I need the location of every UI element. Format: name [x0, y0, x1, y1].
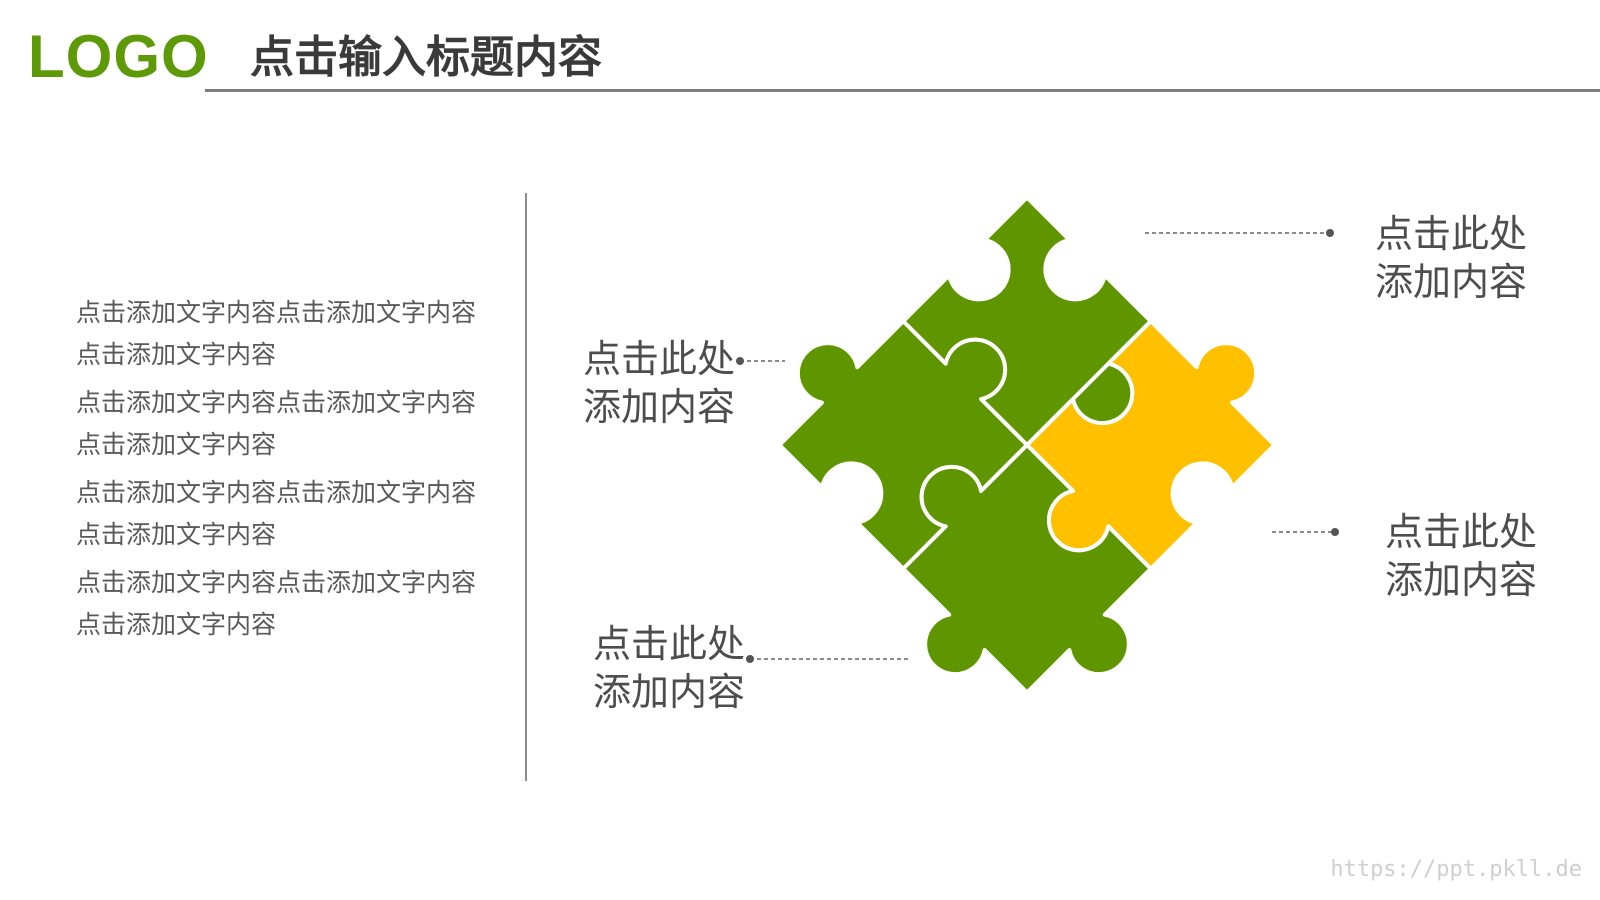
connector-dot-bottom-right	[1331, 528, 1339, 536]
connector-lines	[736, 229, 1339, 663]
logo: LOGO	[28, 23, 209, 90]
callout-bottom-right[interactable]: 点击此处添加内容	[1385, 510, 1538, 602]
title-underline	[205, 89, 1600, 92]
puzzle-piece-bottom[interactable]	[837, 412, 1183, 758]
callout-bottom-left[interactable]: 点击此处添加内容	[593, 622, 746, 714]
callout-top-right[interactable]: 点击此处添加内容	[1375, 212, 1528, 304]
connector-dot-bottom-left	[746, 655, 754, 663]
callout-left[interactable]: 点击此处添加内容	[583, 337, 736, 429]
connector-dot-left	[736, 357, 744, 365]
paragraph-list: 点击添加文字内容点击添加文字内容点击添加文字内容 点击添加文字内容点击添加文字内…	[76, 292, 496, 652]
connector-dot-top-right	[1326, 229, 1334, 237]
puzzle-group	[777, 195, 1277, 758]
paragraph-3[interactable]: 点击添加文字内容点击添加文字内容点击添加文字内容	[76, 478, 477, 549]
paragraph-4[interactable]: 点击添加文字内容点击添加文字内容点击添加文字内容	[76, 568, 477, 639]
watermark: https://ppt.pkll.de	[1330, 857, 1582, 882]
paragraph-2[interactable]: 点击添加文字内容点击添加文字内容点击添加文字内容	[76, 388, 477, 459]
vertical-divider	[525, 193, 527, 781]
paragraph-1[interactable]: 点击添加文字内容点击添加文字内容点击添加文字内容	[76, 298, 477, 369]
page-title[interactable]: 点击输入标题内容	[250, 32, 602, 83]
